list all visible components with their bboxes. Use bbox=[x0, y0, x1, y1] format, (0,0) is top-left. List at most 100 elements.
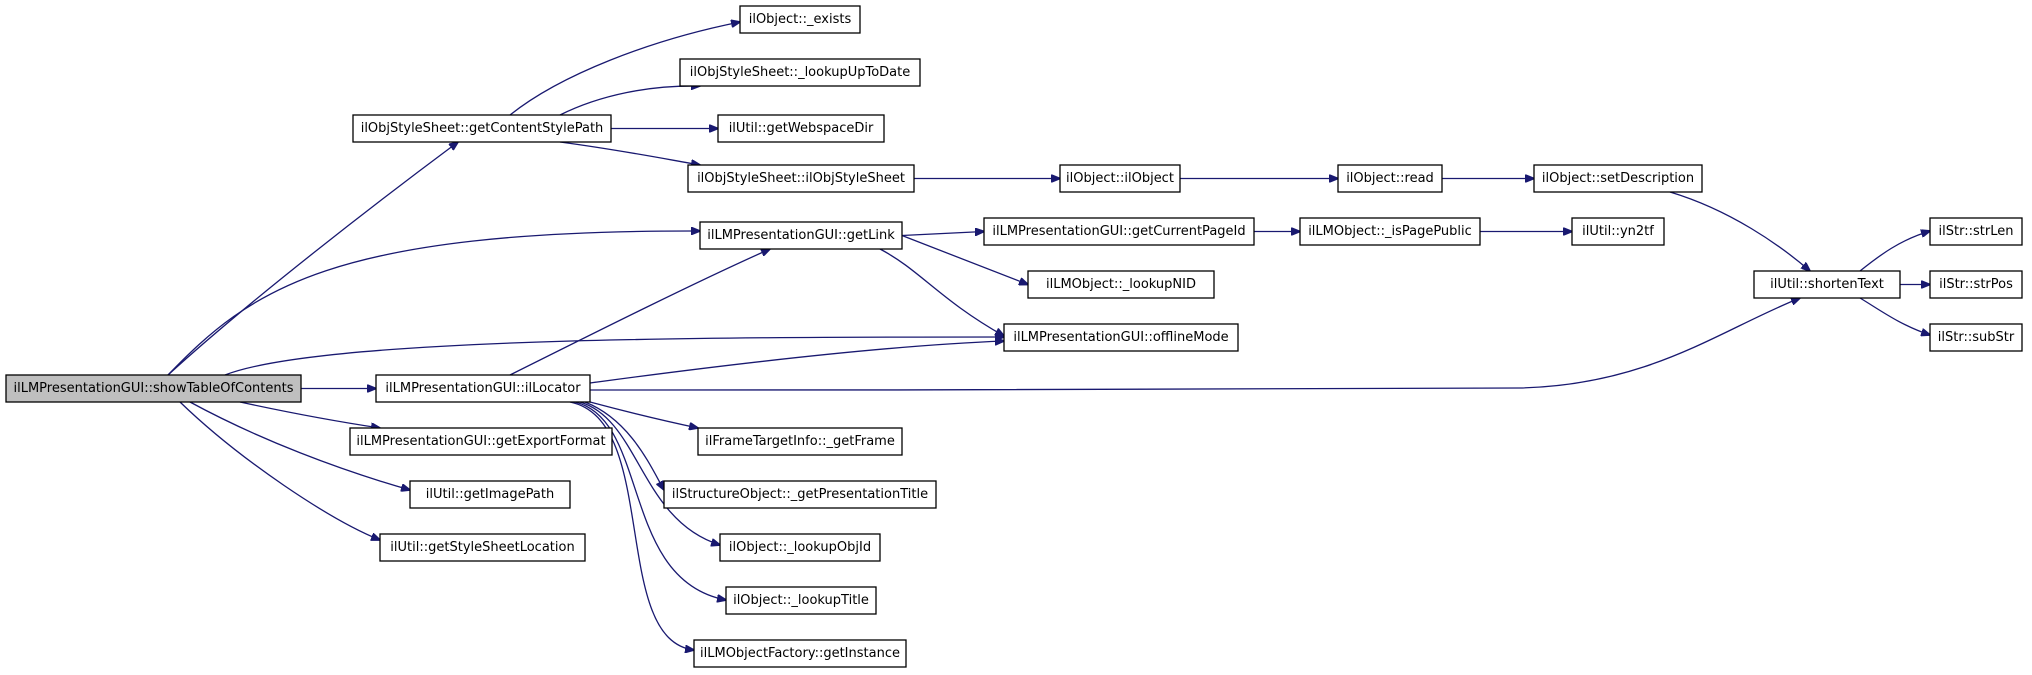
node-label: ilObject::_lookupTitle bbox=[733, 593, 869, 608]
node-label: ilObject::ilObject bbox=[1066, 171, 1174, 186]
node-getCurrentPageId[interactable]: ilLMPresentationGUI::getCurrentPageId bbox=[983, 217, 1255, 246]
node-box bbox=[699, 221, 903, 250]
node-label: ilObject::_lookupObjId bbox=[729, 540, 871, 555]
node-strPos[interactable]: ilStr::strPos bbox=[1929, 270, 2023, 299]
node-box bbox=[725, 586, 877, 615]
node-box bbox=[983, 217, 1255, 246]
edge-ilLocator-to-shortenText bbox=[589, 298, 1800, 391]
node-box bbox=[739, 5, 861, 34]
node-box bbox=[693, 639, 907, 668]
node-label: ilUtil::getStyleSheetLocation bbox=[390, 540, 574, 555]
node-subStr[interactable]: ilStr::subStr bbox=[1929, 323, 2023, 352]
node-lookupTitle[interactable]: ilObject::_lookupTitle bbox=[725, 586, 877, 615]
node-box bbox=[1753, 270, 1901, 299]
edge-ilLocator-to-lookupObjId bbox=[579, 401, 720, 545]
node-label: ilLMPresentationGUI::getCurrentPageId bbox=[992, 224, 1245, 239]
edge-root-to-getExportFormat bbox=[239, 401, 380, 428]
node-label: ilLMObject::_lookupNID bbox=[1046, 277, 1196, 292]
node-label: ilObject::_exists bbox=[749, 12, 852, 27]
node-box bbox=[1571, 217, 1665, 246]
node-getContentStylePath[interactable]: ilObjStyleSheet::getContentStylePath bbox=[352, 114, 612, 143]
node-isPagePublic[interactable]: ilLMObject::_isPagePublic bbox=[1299, 217, 1481, 246]
node-getLink[interactable]: ilLMPresentationGUI::getLink bbox=[699, 221, 903, 250]
edge-ilLocator-to-getInstance bbox=[569, 401, 694, 650]
node-getExportFormat[interactable]: ilLMPresentationGUI::getExportFormat bbox=[349, 427, 613, 456]
edge-setDescription-to-shortenText bbox=[1669, 191, 1810, 271]
node-box bbox=[1299, 217, 1481, 246]
edges-layer bbox=[167, 22, 1930, 650]
node-setDescription[interactable]: ilObject::setDescription bbox=[1533, 164, 1703, 193]
node-label: ilObjStyleSheet::getContentStylePath bbox=[361, 121, 604, 136]
edge-shortenText-to-subStr bbox=[1859, 297, 1930, 335]
node-exists[interactable]: ilObject::_exists bbox=[739, 5, 861, 34]
node-box bbox=[1003, 323, 1239, 352]
edge-root-to-getImagePath bbox=[189, 401, 410, 490]
node-box bbox=[697, 427, 903, 456]
edge-ilLocator-to-offlineMode bbox=[589, 341, 1004, 384]
node-label: ilUtil::getImagePath bbox=[426, 487, 554, 502]
edge-root-to-getStyleSheetLocation bbox=[179, 401, 380, 540]
node-label: ilStr::strPos bbox=[1939, 277, 2013, 292]
edge-ilLocator-to-getLink bbox=[509, 249, 770, 376]
node-box bbox=[375, 374, 591, 403]
node-label: ilLMPresentationGUI::getLink bbox=[707, 228, 895, 243]
edge-root-to-getLink bbox=[167, 231, 700, 376]
node-box bbox=[1929, 217, 2023, 246]
node-label: ilStructureObject::_getPresentationTitle bbox=[672, 487, 928, 502]
node-label: ilLMObject::_isPagePublic bbox=[1308, 224, 1472, 239]
node-ilObject[interactable]: ilObject::ilObject bbox=[1059, 164, 1181, 193]
node-label: ilFrameTargetInfo::_getFrame bbox=[705, 434, 895, 449]
edge-getLink-to-offlineMode bbox=[879, 248, 1004, 336]
node-label: ilLMObjectFactory::getInstance bbox=[700, 646, 900, 661]
edge-shortenText-to-strLen bbox=[1859, 231, 1930, 272]
node-getStyleSheetLocation[interactable]: ilUtil::getStyleSheetLocation bbox=[379, 533, 586, 562]
node-box bbox=[1059, 164, 1181, 193]
edge-ilLocator-to-getPresentationTitle bbox=[584, 401, 664, 490]
node-box bbox=[1337, 164, 1443, 193]
node-getFrame[interactable]: ilFrameTargetInfo::_getFrame bbox=[697, 427, 903, 456]
node-lookupNID[interactable]: ilLMObject::_lookupNID bbox=[1027, 270, 1215, 299]
edge-getContentStylePath-to-exists bbox=[509, 22, 740, 116]
node-box bbox=[379, 533, 586, 562]
node-root[interactable]: ilLMPresentationGUI::showTableOfContents bbox=[5, 374, 302, 403]
node-box bbox=[1929, 270, 2023, 299]
node-label: ilLMPresentationGUI::showTableOfContents bbox=[13, 381, 293, 396]
node-label: ilLMPresentationGUI::offlineMode bbox=[1013, 330, 1228, 345]
node-yn2tf[interactable]: ilUtil::yn2tf bbox=[1571, 217, 1665, 246]
edge-getLink-to-getCurrentPageId bbox=[901, 232, 984, 237]
node-label: ilUtil::yn2tf bbox=[1582, 224, 1654, 239]
node-offlineMode[interactable]: ilLMPresentationGUI::offlineMode bbox=[1003, 323, 1239, 352]
edge-getContentStylePath-to-ilObjStyleSheet bbox=[559, 141, 700, 165]
edge-getLink-to-lookupNID bbox=[901, 234, 1028, 285]
node-read[interactable]: ilObject::read bbox=[1337, 164, 1443, 193]
node-box bbox=[663, 480, 937, 509]
node-label: ilStr::subStr bbox=[1938, 330, 2015, 345]
node-label: ilLMPresentationGUI::getExportFormat bbox=[356, 434, 605, 449]
node-box bbox=[5, 374, 302, 403]
node-label: ilUtil::shortenText bbox=[1770, 277, 1884, 292]
node-getInstance[interactable]: ilLMObjectFactory::getInstance bbox=[693, 639, 907, 668]
node-strLen[interactable]: ilStr::strLen bbox=[1929, 217, 2023, 246]
node-getImagePath[interactable]: ilUtil::getImagePath bbox=[409, 480, 571, 509]
node-box bbox=[349, 427, 613, 456]
node-shortenText[interactable]: ilUtil::shortenText bbox=[1753, 270, 1901, 299]
edge-ilLocator-to-lookupTitle bbox=[574, 401, 726, 600]
node-label: ilLMPresentationGUI::ilLocator bbox=[385, 381, 581, 396]
node-box bbox=[679, 58, 921, 87]
node-box bbox=[1533, 164, 1703, 193]
node-getWebspaceDir[interactable]: ilUtil::getWebspaceDir bbox=[717, 114, 885, 143]
node-box bbox=[1027, 270, 1215, 299]
node-box bbox=[717, 114, 885, 143]
node-lookupUpToDate[interactable]: ilObjStyleSheet::_lookupUpToDate bbox=[679, 58, 921, 87]
edge-getContentStylePath-to-lookupUpToDate bbox=[559, 86, 700, 116]
node-box bbox=[687, 164, 915, 193]
node-box bbox=[352, 114, 612, 143]
node-ilLocator[interactable]: ilLMPresentationGUI::ilLocator bbox=[375, 374, 591, 403]
node-lookupObjId[interactable]: ilObject::_lookupObjId bbox=[719, 533, 881, 562]
node-getPresentationTitle[interactable]: ilStructureObject::_getPresentationTitle bbox=[663, 480, 937, 509]
node-label: ilStr::strLen bbox=[1939, 224, 2014, 239]
node-label: ilObjStyleSheet::_lookupUpToDate bbox=[690, 65, 910, 80]
node-ilObjStyleSheet[interactable]: ilObjStyleSheet::ilObjStyleSheet bbox=[687, 164, 915, 193]
edge-ilLocator-to-getFrame bbox=[589, 401, 698, 428]
